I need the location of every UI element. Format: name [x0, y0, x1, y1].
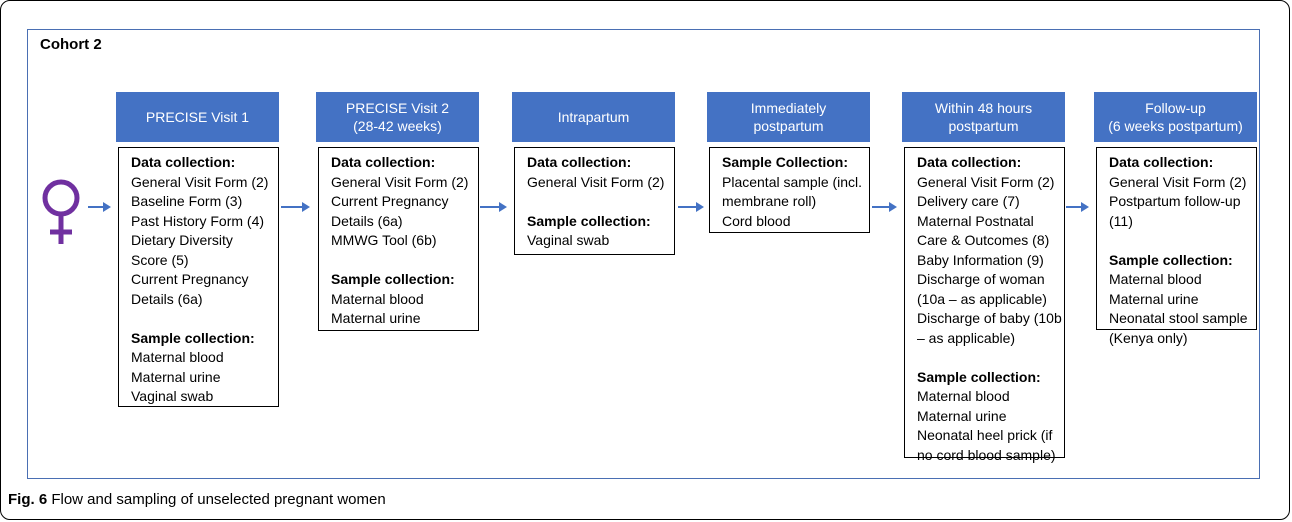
- cohort-title: Cohort 2: [40, 36, 102, 53]
- section-item: Baseline Form (3): [131, 193, 243, 209]
- section-item: Baby Information (9): [917, 251, 1044, 268]
- stage-header: PRECISE Visit 2 (28-42 weeks): [316, 92, 479, 142]
- stage-header: PRECISE Visit 1: [116, 92, 279, 142]
- female-symbol-icon: [42, 179, 80, 244]
- section-item: Past History Form (4): [131, 212, 265, 229]
- section-item: General Visit Form (2): [131, 173, 269, 190]
- section-item: Maternal urine: [1109, 290, 1199, 307]
- stage-box: Data collection: General Visit Form (2) Ba…: [118, 147, 279, 407]
- figure-caption: Fig. 6 Flow and sampling of unselected p…: [8, 491, 386, 508]
- section-gap: [917, 348, 1058, 368]
- cohort-panel: [27, 29, 1260, 479]
- section-item: Placental sample (incl.: [722, 173, 863, 190]
- section-item: Care & Outcomes (8): [917, 232, 1050, 248]
- section-item: Details (6a): [331, 212, 403, 229]
- section-title: Sample Collection:: [722, 154, 849, 170]
- section-item: Current Pregnancy: [131, 271, 249, 287]
- section-title: Data collection:: [527, 154, 632, 170]
- flow-arrow-icon: [678, 202, 704, 212]
- section-item: Maternal Postnatal: [917, 212, 1034, 229]
- section-item: no cord blood sample): [917, 446, 1056, 463]
- stage-header: Within 48 hours postpartum: [902, 92, 1065, 142]
- caption-text: Flow and sampling of unselected pregnant…: [47, 491, 386, 508]
- section-title: Sample collection:: [331, 271, 455, 287]
- section-title: Data collection:: [917, 154, 1022, 170]
- stage-header: Follow-up (6 weeks postpartum): [1094, 92, 1257, 142]
- section-item: Discharge of baby (10b: [917, 310, 1062, 326]
- stage-box: Data collection: General Visit Form (2) Cu…: [318, 147, 479, 331]
- section-item: Dietary Diversity: [131, 232, 233, 248]
- section-item: Vaginal swab: [131, 388, 214, 404]
- section-item: MMWG Tool (6b): [331, 232, 437, 248]
- section-item: Postpartum follow-up: [1109, 193, 1241, 209]
- flow-arrow-icon: [480, 202, 507, 212]
- section-item: Maternal blood: [131, 349, 224, 365]
- section-item: Vaginal swab: [527, 232, 610, 248]
- section-item: membrane roll): [722, 193, 817, 209]
- section-item: Maternal blood: [917, 388, 1010, 404]
- section-item: Maternal blood: [331, 290, 424, 307]
- flow-arrow-icon: [88, 202, 111, 212]
- stage-box: Sample Collection: Placental sample (incl…: [709, 147, 870, 233]
- section-gap: [1109, 231, 1250, 251]
- section-title: Data collection:: [331, 154, 436, 170]
- section-item: General Visit Form (2): [1109, 173, 1247, 190]
- section-item: Maternal urine: [331, 310, 421, 326]
- section-title: Data collection:: [1109, 154, 1214, 170]
- section-item: General Visit Form (2): [331, 173, 469, 190]
- stage-box: Data collection: General Visit Form (2) De…: [904, 147, 1065, 463]
- section-item: Discharge of woman: [917, 271, 1045, 287]
- section-title: Data collection:: [131, 154, 236, 170]
- stage-header: Intrapartum: [512, 92, 675, 142]
- section-item: (10a – as applicable): [917, 290, 1047, 307]
- section-gap: [527, 192, 668, 212]
- section-item: (Kenya only): [1109, 329, 1188, 346]
- section-title: Sample collection:: [527, 212, 651, 229]
- section-item: Cord blood: [722, 212, 791, 229]
- section-gap: [131, 309, 272, 329]
- section-title: Sample collection:: [917, 368, 1041, 385]
- flow-arrow-icon: [1066, 202, 1089, 212]
- section-item: General Visit Form (2): [917, 173, 1055, 190]
- section-title: Sample collection:: [131, 329, 255, 346]
- flow-arrow-icon: [872, 202, 897, 212]
- section-gap: [331, 251, 472, 271]
- stage-box: Data collection: General Visit Form (2) Po…: [1096, 147, 1257, 346]
- section-item: Neonatal stool sample: [1109, 310, 1248, 326]
- section-item: Current Pregnancy: [331, 193, 449, 209]
- section-item: Details (6a): [131, 290, 203, 307]
- section-item: – as applicable): [917, 329, 1016, 346]
- section-item: Score (5): [131, 251, 189, 268]
- section-item: (11): [1109, 212, 1133, 229]
- section-item: General Visit Form (2): [527, 173, 665, 190]
- stage-box: Data collection: General Visit Form (2) Sa…: [514, 147, 675, 255]
- section-item: Neonatal heel prick (if: [917, 427, 1053, 443]
- stage-header: Immediately postpartum: [707, 92, 870, 142]
- caption-label: Fig. 6: [8, 491, 48, 508]
- section-item: Maternal urine: [917, 407, 1007, 424]
- section-item: Maternal urine: [131, 368, 221, 385]
- section-item: Delivery care (7): [917, 193, 1020, 209]
- section-title: Sample collection:: [1109, 251, 1233, 268]
- flow-arrow-icon: [281, 202, 310, 212]
- section-item: Maternal blood: [1109, 271, 1202, 287]
